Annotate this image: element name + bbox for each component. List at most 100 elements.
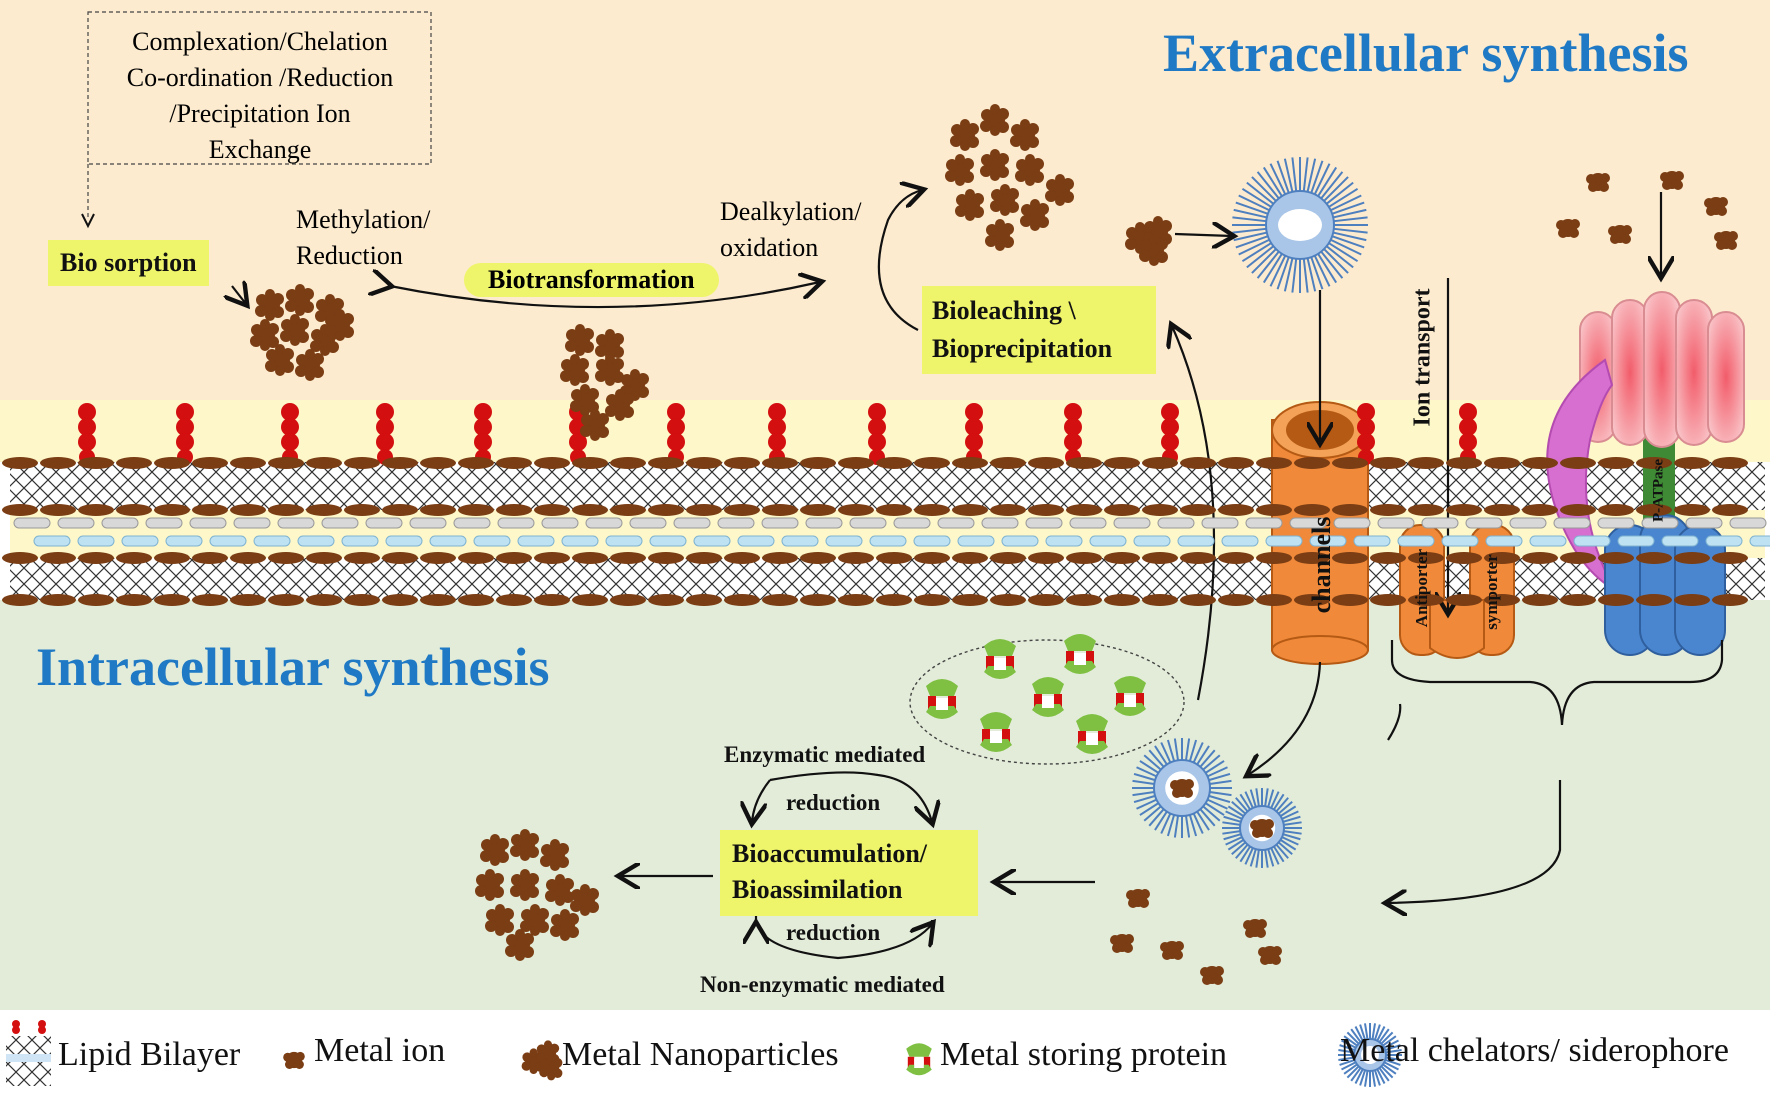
lipid-head (1104, 457, 1140, 469)
lipid-tail (1749, 535, 1770, 547)
lipid-head (1218, 552, 1254, 564)
lipid-head (1674, 457, 1710, 469)
p-atpase-label: P-ATPase (1650, 458, 1667, 523)
lipid-head (382, 457, 418, 469)
bioleaching-line: Bioleaching \ (932, 296, 1076, 325)
lipid-tail (1177, 535, 1215, 547)
siderophore-spike (1267, 789, 1275, 808)
siderophore-spike (1339, 1058, 1356, 1066)
lipid-tail (253, 535, 291, 547)
lipid-head (534, 504, 570, 516)
legend-metal-chelators: Metal chelators/ siderophore (1340, 1032, 1729, 1069)
lipid-head (306, 552, 342, 564)
siderophore-spike (1184, 815, 1191, 838)
siderophore-spike (1222, 830, 1241, 835)
lipid-head (1142, 504, 1178, 516)
lipid-tail (473, 535, 511, 547)
lipid-head (154, 457, 190, 469)
lipid-head (1104, 552, 1140, 564)
lipid-head (990, 504, 1026, 516)
siderophore-spike (1310, 160, 1324, 194)
lipid-head (1142, 594, 1178, 606)
lipid-head (572, 594, 608, 606)
lipid-head (1370, 552, 1406, 564)
siderophore-spike (1277, 801, 1293, 815)
lipid-head (724, 504, 760, 516)
siderophore-spike (1339, 1044, 1356, 1052)
siderophore-spike (1235, 797, 1249, 813)
metal-ion (1608, 225, 1632, 244)
siderophore-spike (1143, 754, 1162, 771)
siderophore-spike (1371, 1070, 1376, 1087)
bioaccumulation-label: Bioaccumulation/ Bioassimilation (720, 830, 978, 916)
lipid-tail (1245, 517, 1283, 529)
lipid-head (116, 552, 152, 564)
lipid-head (1370, 457, 1406, 469)
siderophore-spike (1317, 166, 1338, 197)
lipid-head (686, 457, 722, 469)
lipid-head (344, 552, 380, 564)
siderophore-spike (1310, 256, 1324, 290)
lipid-head (1408, 504, 1444, 516)
lipid-tail (1221, 535, 1259, 547)
siderophore-spike (1277, 841, 1293, 855)
siderophore-spike (1383, 1061, 1399, 1071)
siderophore-spike (1283, 158, 1294, 193)
siderophore-spike (1270, 791, 1280, 809)
lipid-head (40, 504, 76, 516)
siderophore-spike (1235, 235, 1269, 249)
lipid-tail (13, 517, 51, 529)
lipid-head (1256, 552, 1292, 564)
lipid-head (268, 457, 304, 469)
lipid-tail (1421, 517, 1459, 529)
lipid-head (1104, 594, 1140, 606)
lipid-tail (165, 535, 203, 547)
lipid-head (116, 594, 152, 606)
mechanism-line: /Precipitation Ion (169, 99, 351, 128)
enzymatic-label: Enzymatic mediated (724, 742, 926, 767)
siderophore-spike (1205, 760, 1225, 774)
lipid-head (686, 552, 722, 564)
lipid-tail (1553, 517, 1591, 529)
siderophore-spike (1270, 847, 1280, 865)
lipid-tail (761, 517, 799, 529)
siderophore-spike (1380, 1031, 1394, 1045)
lipid-tail (1397, 535, 1435, 547)
lipid-tail (869, 535, 907, 547)
siderophore-spike (1188, 814, 1198, 837)
lipid-tail (849, 517, 887, 529)
lipid-head (800, 594, 836, 606)
lipid-tail (101, 517, 139, 529)
lipid-head (306, 594, 342, 606)
siderophore-spike (1238, 238, 1270, 256)
antiporter-label: Antiporter (1412, 548, 1431, 628)
siderophore-spike (1320, 171, 1344, 200)
lipid-head (1712, 552, 1748, 564)
lipid-head (154, 552, 190, 564)
lipid-head (686, 594, 722, 606)
siderophore-spike (1330, 238, 1362, 256)
lipid-head (344, 457, 380, 469)
lipid-head (648, 552, 684, 564)
metal-storing-protein (1076, 714, 1108, 754)
lipid-head (952, 552, 988, 564)
lipid-head (116, 457, 152, 469)
lipid-tail (957, 535, 995, 547)
lipid-tail (1573, 535, 1611, 547)
siderophore-spike (1282, 815, 1301, 823)
metal-ion (1200, 966, 1224, 985)
lipid-head (1142, 552, 1178, 564)
metal-ion (1126, 889, 1150, 908)
siderophore-spike (1223, 815, 1242, 823)
siderophore-spike (1233, 231, 1268, 242)
lipid-tail (497, 517, 535, 529)
dealkylation-line: Dealkylation/ (720, 197, 862, 226)
lipid-head (1218, 457, 1254, 469)
biosorption-label: Bio sorption (48, 240, 209, 286)
siderophore-spike (1273, 793, 1285, 811)
legend-metal-storing-protein: Metal storing protein (940, 1036, 1228, 1073)
siderophore-spike (1231, 801, 1247, 815)
lipid-tail (1025, 517, 1063, 529)
lipid-head (154, 594, 190, 606)
